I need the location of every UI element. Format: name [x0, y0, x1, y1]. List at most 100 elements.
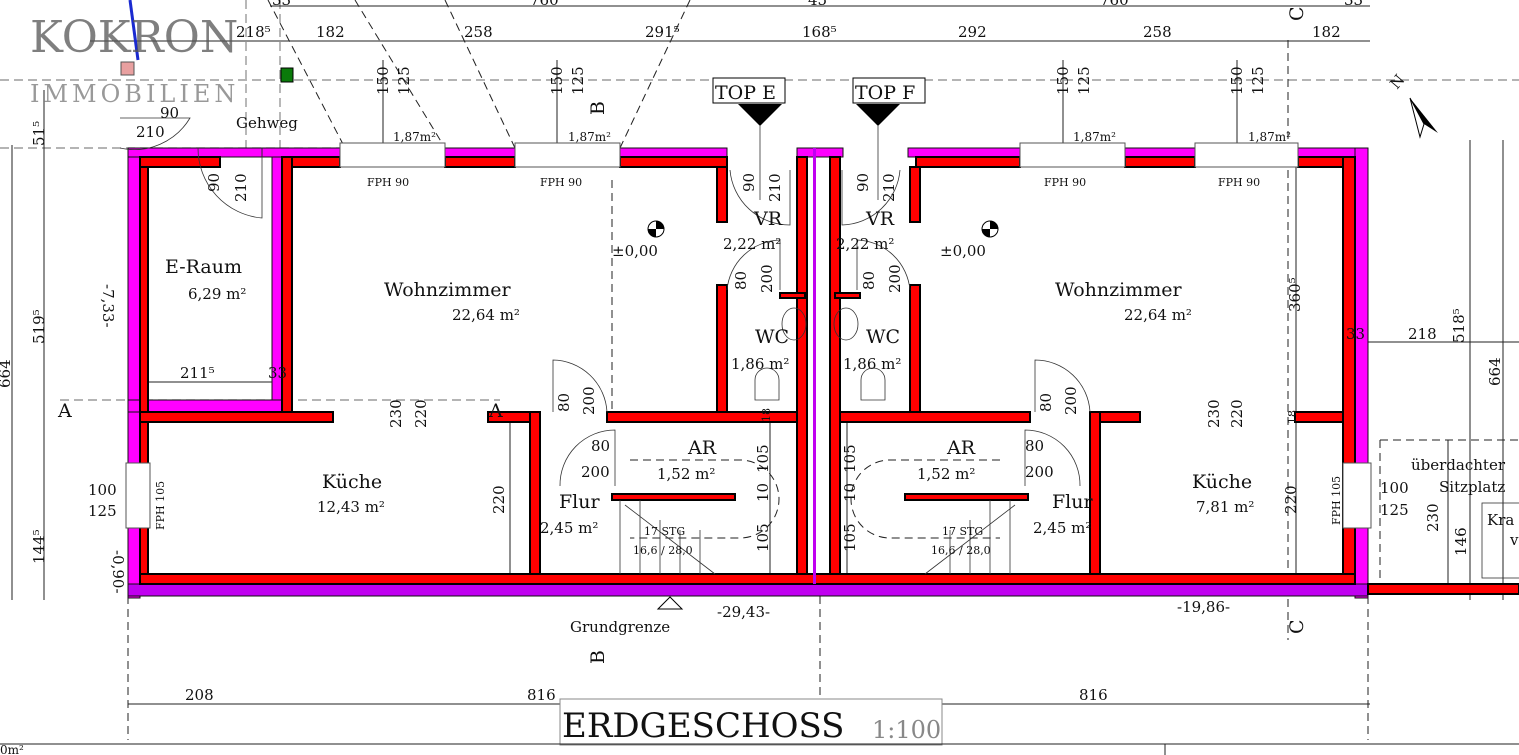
- label: 200: [1062, 386, 1080, 415]
- label: FPH 105: [154, 481, 167, 530]
- room-name: WC: [755, 326, 789, 348]
- section-c-bottom: C: [1286, 619, 1308, 634]
- outside-labels: Gehweg Grundgrenze -29,43- -19,86- -7,33…: [0, 114, 1519, 755]
- label: 168⁵: [802, 23, 837, 41]
- label: 230: [387, 399, 405, 428]
- window-1[interactable]: [339, 142, 446, 168]
- label: 218: [1408, 325, 1437, 343]
- label: FPH 90: [1044, 176, 1086, 189]
- room-area: 22,64 m²: [1124, 306, 1192, 324]
- label: 258: [1143, 23, 1172, 41]
- label: 210: [232, 173, 250, 202]
- label: v: [1509, 531, 1519, 549]
- room-area: 2,45 m²: [540, 519, 598, 537]
- logo-line2: IMMOBILIEN: [30, 80, 239, 108]
- label: 146: [1452, 527, 1470, 556]
- label: Grundgrenze: [570, 618, 670, 636]
- label: 33: [1344, 0, 1363, 9]
- label: 105: [841, 444, 859, 473]
- label: 218⁵: [236, 23, 271, 41]
- label: FPH 90: [367, 176, 409, 189]
- label: 100: [88, 481, 117, 499]
- room-name: Küche: [1192, 471, 1252, 493]
- label: 150: [374, 66, 392, 95]
- logo-line1: KOKRON: [30, 12, 238, 63]
- room-area: 1,86 m²: [731, 355, 789, 373]
- label: 80: [591, 437, 610, 455]
- room-area: 22,64 m²: [452, 306, 520, 324]
- label: 125: [569, 66, 587, 95]
- label: 1,87m²: [393, 130, 436, 144]
- label: 90: [205, 173, 223, 192]
- windows[interactable]: [125, 142, 1372, 529]
- logo: KOKRON IMMOBILIEN: [30, 12, 239, 108]
- label: 1,87m²: [568, 130, 611, 144]
- label: 210: [136, 123, 165, 141]
- label: 200: [886, 264, 904, 293]
- unit-label-top-e: TOP E: [715, 82, 776, 104]
- label: 220: [1282, 485, 1300, 514]
- room-area: 7,81 m²: [1196, 498, 1254, 516]
- label: 210: [766, 173, 784, 202]
- label: 816: [1079, 686, 1108, 704]
- sink-icon: [833, 307, 859, 341]
- compass-icon: [1409, 97, 1438, 139]
- room-name: E-Raum: [165, 256, 242, 278]
- label: -19,86-: [1177, 598, 1230, 616]
- label: 230: [1424, 503, 1442, 532]
- room-name: Flur: [559, 491, 600, 513]
- utility-marker-icon: [280, 67, 294, 83]
- window-side-left[interactable]: [125, 462, 151, 529]
- rooms-top-f: Wohnzimmer 22,64 m² ±0,00 VR 2,22 m² WC …: [836, 208, 1254, 557]
- label: 80: [1025, 437, 1044, 455]
- label: 0m²: [0, 743, 24, 755]
- plan-title: ERDGESCHOSS: [562, 706, 844, 746]
- room-name: Wohnzimmer: [384, 279, 512, 301]
- label: 80: [1037, 393, 1055, 412]
- label: 33: [272, 0, 291, 9]
- room-area: 2,22 m²: [836, 235, 894, 253]
- label: 33: [1346, 325, 1365, 343]
- label: 292: [958, 23, 987, 41]
- label: 125: [1249, 66, 1267, 95]
- window-2[interactable]: [514, 142, 621, 168]
- room-area: 1,52 m²: [917, 465, 975, 483]
- label: 45: [808, 0, 827, 9]
- label: 208: [185, 686, 214, 704]
- label: 18: [1286, 410, 1299, 424]
- room-area: 1,86 m²: [843, 355, 901, 373]
- window-side-right[interactable]: [1342, 462, 1372, 529]
- label: 519⁵: [30, 309, 48, 344]
- level-value: ±0,00: [940, 242, 986, 260]
- label: 125: [1075, 66, 1093, 95]
- level-marker-icon: [981, 220, 999, 238]
- label: 90: [740, 173, 758, 192]
- walls: [127, 147, 1519, 599]
- section-markers: A A B B C C N: [57, 6, 1409, 664]
- top-dimensions: 33 760 45 760 33 218⁵ 182 258 291⁵ 168⁵ …: [236, 0, 1363, 41]
- stair-steps: 17 STG: [942, 525, 983, 538]
- label: 291⁵: [645, 23, 680, 41]
- label: 1,87m²: [1073, 130, 1116, 144]
- title-box: [559, 698, 943, 746]
- window-3[interactable]: [1019, 142, 1126, 168]
- label: FPH 90: [1218, 176, 1260, 189]
- section-b-top: B: [587, 101, 609, 115]
- label: 10: [754, 483, 772, 502]
- label: -0,90-: [109, 550, 127, 594]
- label: 220: [412, 399, 430, 428]
- label: 80: [732, 271, 750, 290]
- plan-scale: 1:100: [872, 716, 941, 744]
- stair-ratio: 16,6 / 28,0: [633, 544, 693, 557]
- label: 182: [316, 23, 345, 41]
- label: 200: [581, 463, 610, 481]
- room-name: Wohnzimmer: [1055, 279, 1183, 301]
- section-c-top: C: [1286, 6, 1308, 21]
- label: 211⁵: [180, 364, 215, 382]
- section-b-bottom: B: [587, 650, 609, 664]
- window-4[interactable]: [1194, 142, 1299, 168]
- compass-label: N: [1386, 71, 1408, 93]
- label: 220: [490, 485, 508, 514]
- section-a-right: A: [488, 400, 503, 422]
